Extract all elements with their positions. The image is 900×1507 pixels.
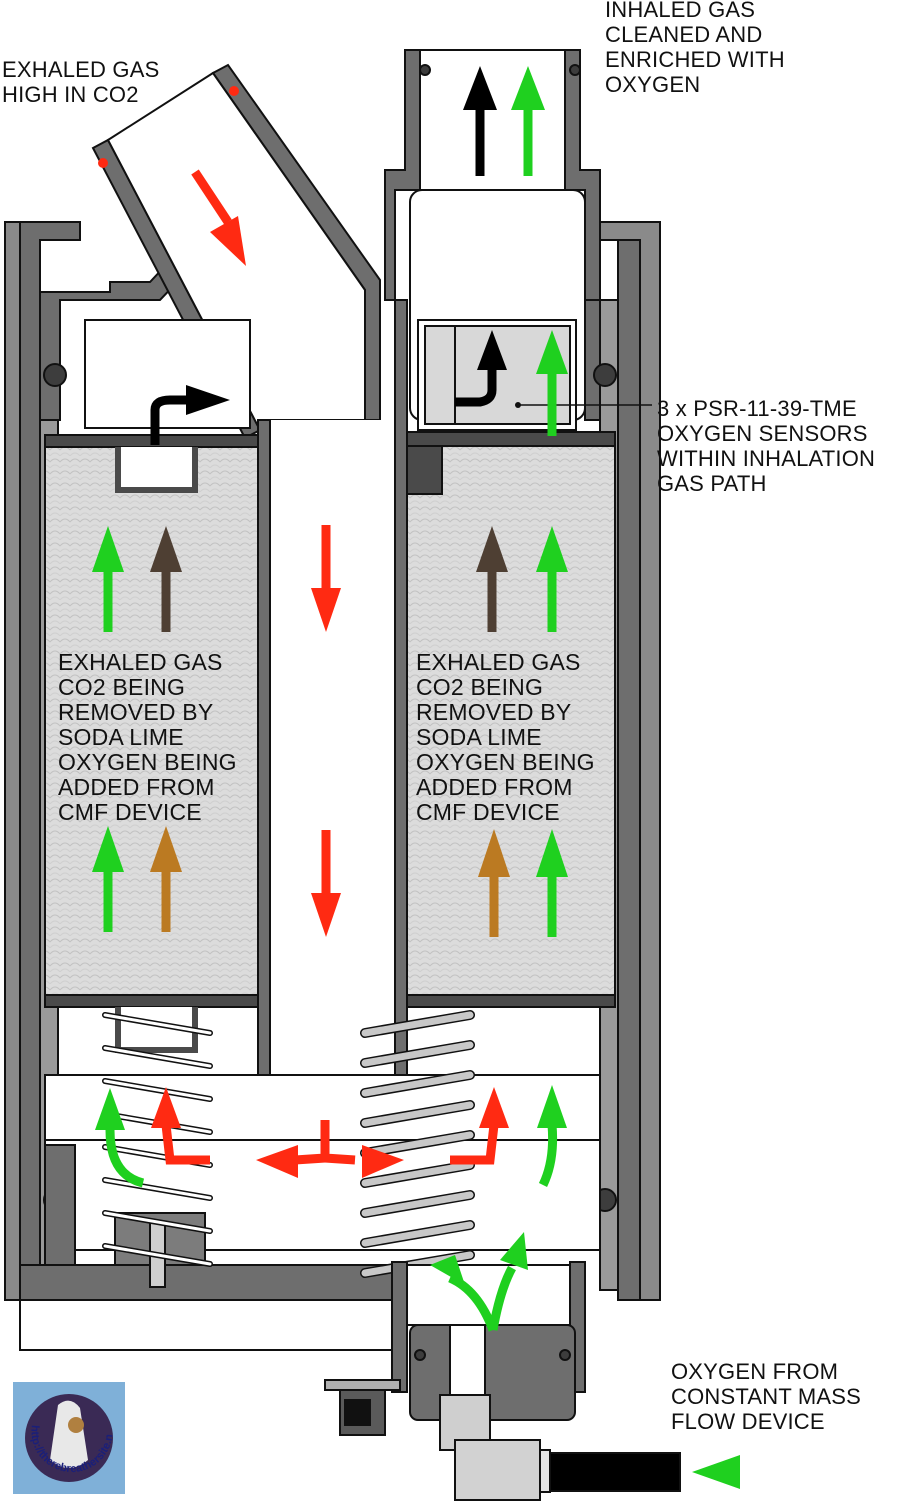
label-line: ADDED FROM (58, 774, 215, 800)
cmf-supply-arrow (692, 1455, 740, 1489)
spring-coil (103, 1079, 212, 1101)
label-line: 3 x PSR-11-39-TME (657, 396, 857, 421)
spring-coil (103, 1178, 212, 1200)
label-line: ENRICHED WITH (605, 47, 785, 72)
label-line: INHALED GAS (605, 0, 756, 22)
label-line: ADDED FROM (416, 774, 573, 800)
cmf-supply-hose (549, 1452, 681, 1492)
spring-coil (361, 1011, 474, 1037)
right-o2-entry-arrow (537, 1085, 567, 1187)
left-canister-entry-arrow (151, 1087, 210, 1165)
spring-coil (103, 1046, 212, 1068)
left-outflow-arrow (150, 385, 230, 445)
label-line: OXYGEN (605, 72, 701, 97)
label-line: OXYGEN FROM (671, 1359, 839, 1384)
split-right-arrow (320, 1120, 404, 1178)
spring-coil (103, 1244, 212, 1266)
spring-coil (361, 1131, 474, 1157)
label-line: CLEANED AND (605, 22, 763, 47)
label-line: CMF DEVICE (58, 799, 202, 825)
outlet-gas-arrow (463, 66, 497, 176)
label-line: CMF DEVICE (416, 799, 560, 825)
label-line: OXYGEN BEING (58, 749, 237, 775)
label-line: CO2 BEING (58, 674, 186, 700)
label-line: EXHALED GAS (58, 649, 223, 675)
sensor-gas-arrow (455, 330, 507, 407)
downflow-arrow (311, 525, 341, 632)
label-line: EXHALED GAS (2, 57, 160, 82)
right-o2-arrow-lower (536, 829, 568, 937)
spring-coil (361, 1101, 474, 1127)
label-line: CONSTANT MASS (671, 1384, 862, 1409)
label-line: OXYGEN BEING (416, 749, 595, 775)
label-line: EXHALED GAS (416, 649, 581, 675)
spring-coil (361, 1191, 474, 1217)
label-line: CO2 BEING (416, 674, 544, 700)
spring-coil (361, 1161, 474, 1187)
right-added-o2-arrow (478, 829, 510, 937)
right-canister-entry-arrow (450, 1087, 509, 1165)
left-o2-arrow-lower (92, 826, 124, 932)
downflow-arrow (311, 830, 341, 937)
flow-arrows (92, 66, 740, 1489)
label-line: REMOVED BY (58, 699, 214, 725)
sensor-o2-arrow (536, 330, 568, 436)
label-line: OXYGEN SENSORS (657, 421, 868, 446)
label-line: HIGH IN CO2 (2, 82, 139, 107)
right-scrubber-canister (406, 431, 616, 1008)
label-line: SODA LIME (58, 724, 184, 750)
left-scrubber-canister (44, 319, 259, 1053)
left-added-o2-arrow (150, 826, 182, 932)
spring-coil (361, 1221, 474, 1247)
spring-coil (361, 1071, 474, 1097)
exhaled-inflow-arrow (191, 169, 246, 266)
left-co2-arrow (150, 526, 182, 632)
cmf-inlet-assembly (324, 1261, 681, 1501)
spring-coil (103, 1013, 212, 1035)
label-line: WITHIN INHALATION (657, 446, 876, 471)
cmf-split-right-arrow (488, 1232, 528, 1331)
spring-coil (103, 1211, 212, 1233)
right-co2-arrow (476, 526, 508, 632)
left-o2-entry-arrow (95, 1088, 145, 1188)
label-line: GAS PATH (657, 471, 767, 496)
label-line: FLOW DEVICE (671, 1409, 825, 1434)
right-o2-arrow-upper (536, 526, 568, 632)
left-o2-arrow-upper (92, 526, 124, 632)
spring-coil (361, 1041, 474, 1067)
label-line: REMOVED BY (416, 699, 572, 725)
central-downcomer (257, 299, 408, 1141)
outlet-o2-arrow (511, 66, 545, 176)
label-line: SODA LIME (416, 724, 542, 750)
